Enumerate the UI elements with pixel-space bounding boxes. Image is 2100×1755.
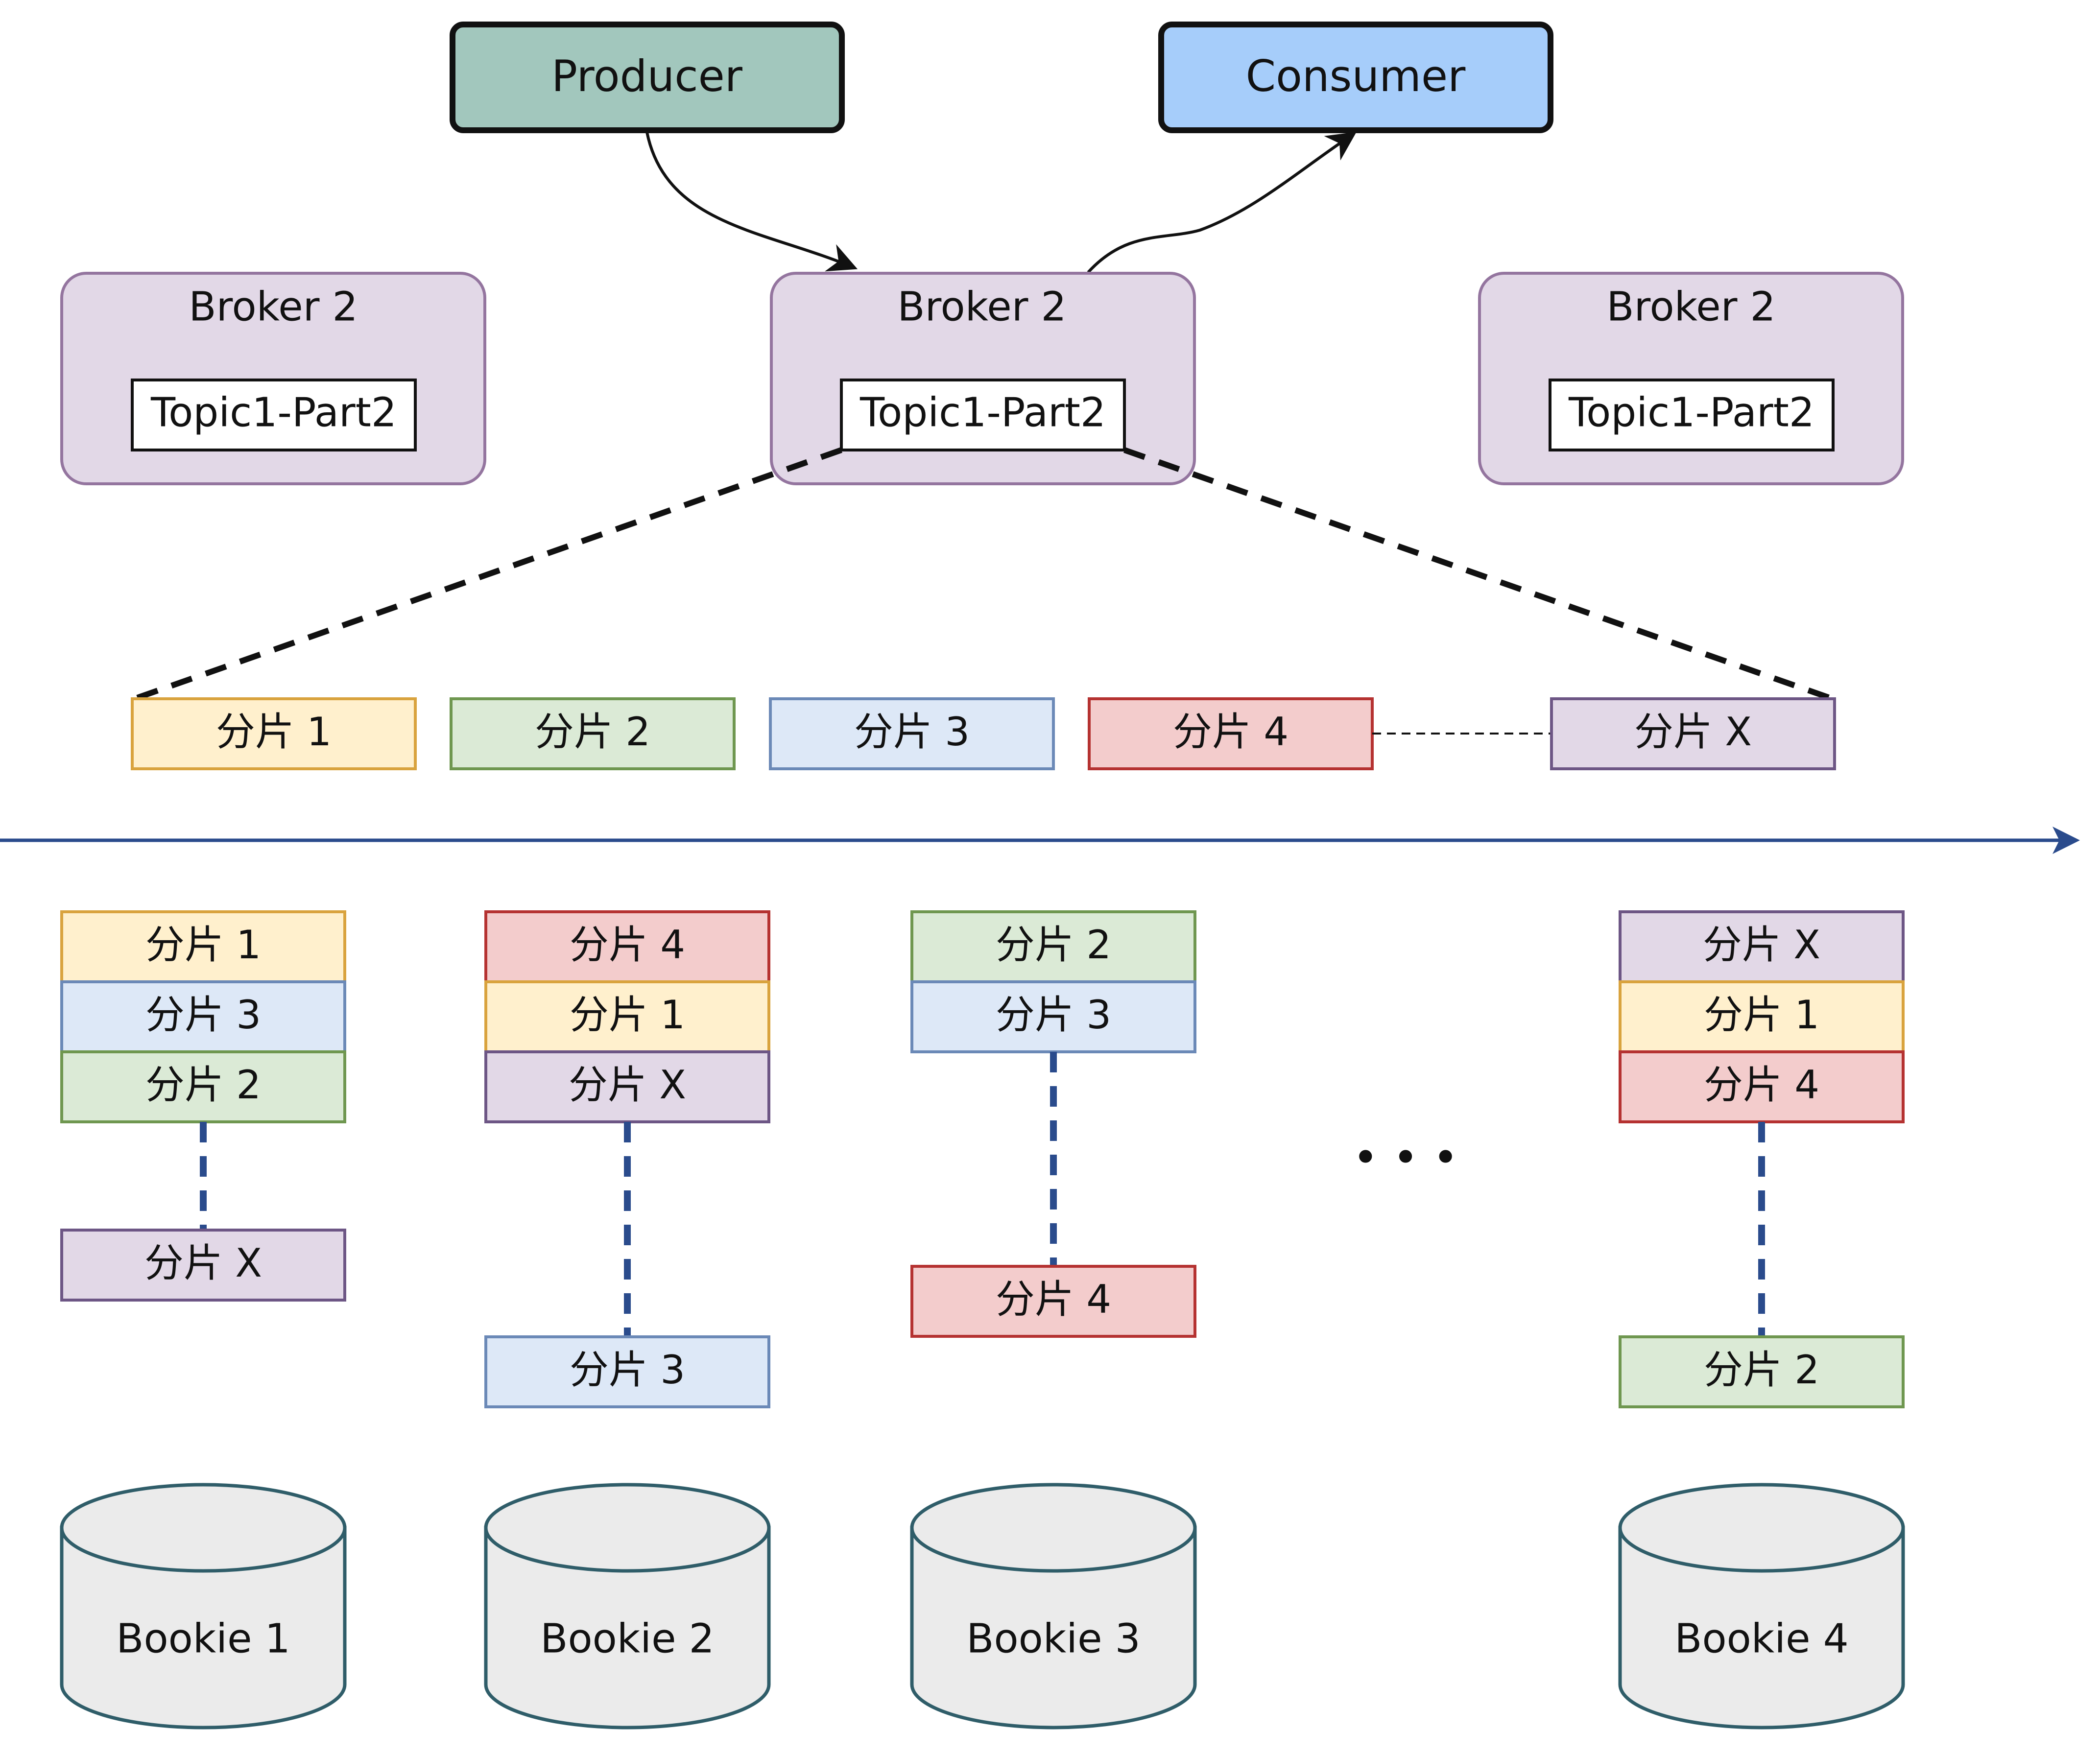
broker-label: Broker 2	[897, 284, 1066, 330]
segment-label: 分片 1	[145, 922, 261, 968]
bookie-disk: Bookie 3	[910, 1483, 1197, 1730]
segment-box: 分片 2	[1619, 1335, 1905, 1408]
topic-partition-label: Topic1-Part2	[859, 389, 1106, 436]
topic-partition-box	[1549, 379, 1835, 451]
segment-label: 分片 X	[1703, 922, 1820, 968]
segment-box: 分片 4	[910, 1265, 1196, 1338]
bookie-3-column: 分片 2 分片 3 分片 4 Bookie 3	[910, 910, 1197, 1730]
segment-label: 分片 X	[569, 1062, 686, 1108]
more-bookies-ellipsis: • • •	[1353, 1132, 1458, 1184]
bookie-2-column: 分片 4 分片 1 分片 X 分片 3 Bookie 2	[484, 910, 771, 1730]
segment-box: 分片 2	[910, 910, 1196, 983]
consumer-node: Consumer	[1158, 22, 1553, 133]
bookie-disk: Bookie 4	[1618, 1483, 1905, 1730]
segment-label: 分片 X	[144, 1240, 262, 1286]
segment-label: 分片 3	[854, 709, 970, 755]
segment-box: 分片 1	[60, 910, 346, 983]
bookie-label: Bookie 4	[1674, 1615, 1849, 1662]
segment-row: 分片 1 分片 2 分片 3 分片 4 分片 X	[131, 697, 1836, 770]
segment-box: 分片 3	[60, 980, 346, 1053]
segment-box: 分片 1	[131, 697, 417, 770]
topic-partition-label: Topic1-Part2	[1568, 389, 1814, 436]
segment-label: 分片 1	[570, 992, 685, 1038]
segment-label: 分片 3	[145, 992, 261, 1038]
segment-box: 分片 2	[450, 697, 736, 770]
bookie-label: Bookie 3	[966, 1615, 1141, 1662]
topic-partition-box	[131, 379, 417, 451]
segment-box: 分片 3	[769, 697, 1055, 770]
topic-partition-box	[840, 379, 1126, 451]
segment-label: 分片 4	[1173, 709, 1289, 755]
broker-3: Broker 2 Topic1-Part2	[1478, 272, 1904, 485]
producer-node: Producer	[450, 22, 845, 133]
segment-label: 分片 X	[1634, 709, 1752, 755]
producer-label: Producer	[551, 51, 743, 101]
broker-2: Broker 2 Topic1-Part2	[770, 272, 1196, 485]
segment-label: 分片 2	[145, 1062, 261, 1108]
producer-to-broker-arrow	[645, 132, 858, 272]
segment-box: 分片 3	[910, 980, 1196, 1053]
segment-box: 分片 4	[1619, 1050, 1905, 1123]
segment-label: 分片 4	[1704, 1062, 1819, 1108]
segment-box: 分片 X	[60, 1229, 346, 1302]
segment-label: 分片 2	[535, 709, 650, 755]
segment-box: 分片 4	[484, 910, 770, 983]
broker-label: Broker 2	[189, 284, 358, 330]
broker-to-consumer-arrow	[1087, 132, 1357, 274]
segment-label: 分片 3	[570, 1347, 685, 1393]
bookie-1-column: 分片 1 分片 3 分片 2 分片 X Bookie 1	[60, 910, 347, 1730]
bookie-disk: Bookie 2	[484, 1483, 771, 1730]
broker-label: Broker 2	[1606, 284, 1775, 330]
bookie-label: Bookie 2	[540, 1615, 715, 1662]
segment-label: 分片 4	[996, 1277, 1111, 1322]
bookie-label: Bookie 1	[116, 1615, 290, 1662]
segment-box: 分片 X	[1619, 910, 1905, 983]
segment-label: 分片 3	[996, 992, 1111, 1038]
segment-box: 分片 1	[484, 980, 770, 1053]
segment-box: 分片 3	[484, 1335, 770, 1408]
segment-label: 分片 4	[570, 922, 685, 968]
segment-box: 分片 2	[60, 1050, 346, 1123]
segment-label: 分片 1	[1704, 992, 1819, 1038]
consumer-label: Consumer	[1246, 51, 1466, 101]
topic-partition-label: Topic1-Part2	[150, 389, 397, 436]
expansion-line-left	[136, 447, 842, 701]
segment-box: 分片 1	[1619, 980, 1905, 1053]
expansion-line-right	[1123, 447, 1831, 701]
segment-box: 分片 X	[484, 1050, 770, 1123]
segment-label: 分片 2	[996, 922, 1111, 968]
segment-label: 分片 1	[216, 709, 332, 755]
broker-1: Broker 2 Topic1-Part2	[60, 272, 486, 485]
segment-box: 分片 X	[1550, 697, 1836, 770]
segment-box: 分片 4	[1088, 697, 1374, 770]
segment-label: 分片 2	[1704, 1347, 1819, 1393]
bookie-disk: Bookie 1	[60, 1483, 347, 1730]
bookie-4-column: 分片 X 分片 1 分片 4 分片 2 Bookie 4	[1618, 910, 1905, 1730]
